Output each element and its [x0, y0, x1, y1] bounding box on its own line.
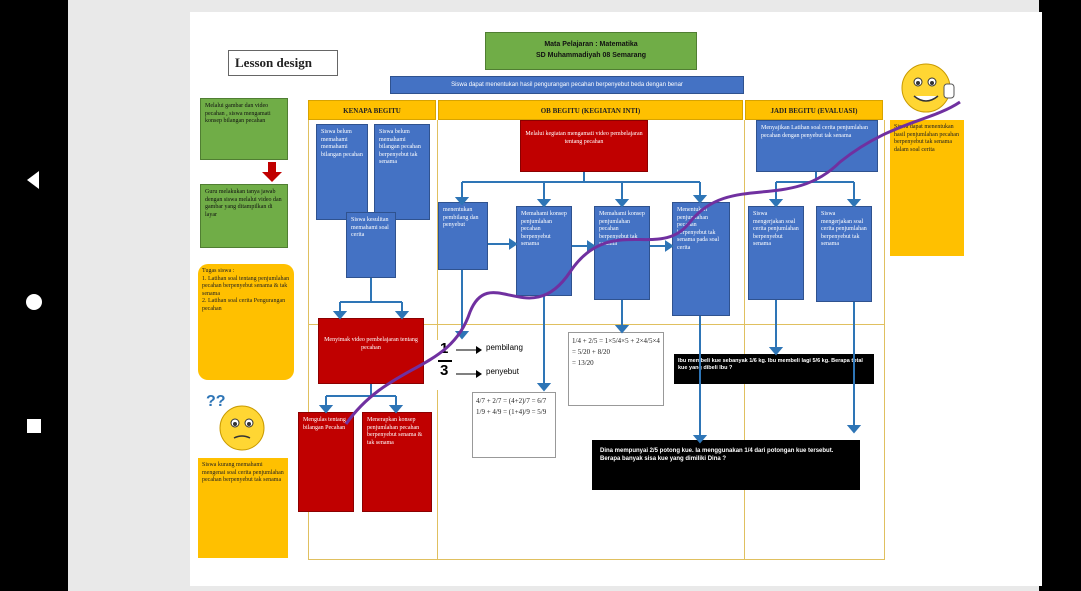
- student-tasks-box: Tugas siswa : 1. Latihan soal tentang pe…: [198, 264, 294, 380]
- lesson-design-label: Lesson design: [228, 50, 338, 76]
- lesson-design-slide: Lesson design Mata Pelajaran : Matematik…: [190, 12, 1042, 586]
- arrow-right-icon: [456, 370, 482, 378]
- subject-title-line2: SD Muhammadiyah 08 Semarang: [535, 51, 647, 59]
- column-ob-begitu: OB BEGITU (KEGIATAN INTI): [438, 100, 743, 120]
- fraction-bar: [438, 360, 452, 362]
- grid-line: [308, 559, 884, 560]
- ob-step-box-3: Memahami konsep penjumlahan pecahan berp…: [594, 206, 650, 300]
- arrow-right-icon: [456, 346, 482, 354]
- red-review-box: Mengulas tentang bilangan Pecahan: [298, 412, 354, 512]
- story-problem-2: Dina mempunyai 2/5 potong kue. Ia menggu…: [592, 440, 860, 490]
- thinking-face-icon: ??: [206, 393, 265, 451]
- green-observation-box: Melalui gambar dan video pecahan , siswa…: [200, 98, 288, 160]
- formula-line: = 5/20 + 8/20: [572, 348, 611, 357]
- subject-title: Mata Pelajaran : Matematika SD Muhammadi…: [485, 32, 697, 70]
- student-task-item: 1. Latihan soal tentang penjumlahan peca…: [202, 275, 290, 297]
- jadi-student-box-1: Siswa mengerjakan soal cerita penjumlaha…: [748, 206, 804, 300]
- kenapa-problem-box-1: Siswa belum memahami memahami bilangan p…: [316, 124, 368, 220]
- grid-line: [308, 324, 884, 325]
- student-tasks-title: Tugas siswa :: [202, 268, 235, 274]
- formula-line: 1/9 + 4/9 = (1+4)/9 = 5/9: [476, 408, 547, 417]
- ob-red-activity-box: Melalui kegiatan mengamati video pembela…: [520, 120, 648, 172]
- recent-apps-icon[interactable]: [22, 414, 46, 438]
- yellow-difficulty-box: Siswa kurang memahami mengenai soal ceri…: [198, 458, 288, 558]
- learning-objective: Siswa dapat menentukan hasil pengurangan…: [390, 76, 744, 94]
- kenapa-problem-box-2: Siswa belum memahami bilangan pecahan be…: [374, 124, 430, 220]
- formula-line: 4/7 + 2/7 = (4+2)/7 = 6/7: [476, 397, 547, 405]
- grid-line: [308, 120, 309, 560]
- fraction-diagram: 1 3 pembilang penyebut: [436, 340, 546, 390]
- grid-line: [884, 120, 885, 560]
- image-viewer: Lesson design Mata Pelajaran : Matematik…: [68, 0, 1042, 591]
- thumbs-up-face-icon: [901, 63, 955, 113]
- column-jadi-begitu: JADI BEGITU (EVALUASI): [745, 100, 883, 120]
- formula-different-denominator: 1/4 + 2/5 = 1×5/4×5 + 2×4/5×4 = 5/20 + 8…: [568, 332, 664, 406]
- formula-same-denominator: 4/7 + 2/7 = (4+2)/7 = 6/7 1/9 + 4/9 = (1…: [472, 392, 556, 458]
- student-task-item: 2. Latihan soal cerita Pengurangan pecah…: [202, 298, 286, 312]
- home-icon[interactable]: [22, 290, 46, 314]
- yellow-outcome-box: Siswa dapat menentukan hasil penjumlahan…: [890, 120, 964, 256]
- grid-line: [744, 120, 745, 560]
- green-question-box: Guru melakukan tanya jawab dengan siswa …: [200, 184, 288, 248]
- subject-title-line1: Mata Pelajaran : Matematika: [544, 41, 638, 48]
- label-penyebut: penyebut: [486, 367, 519, 376]
- formula-line: 1/4 + 2/5 = 1×5/4×5 + 2×4/5×4: [572, 337, 660, 345]
- jadi-student-box-2: Siswa mengerjakan soal cerita penjumlaha…: [816, 206, 872, 302]
- jadi-exercise-box: Menyajikan Latihan soal cerita penjumlah…: [756, 120, 878, 172]
- svg-text:??: ??: [206, 393, 226, 410]
- story-problem-1: Ibu membeli kue sebanyak 1/6 kg. Ibu mem…: [674, 354, 874, 384]
- ob-step-box-2: Memahami konsep penjumlahan pecahan berp…: [516, 206, 572, 296]
- fraction-denominator: 3: [440, 362, 449, 379]
- down-arrow-icon: [262, 162, 282, 182]
- kenapa-problem-box-3: Siswa kesulitan memahami soal cerita: [346, 212, 396, 278]
- formula-line: = 13/20: [572, 359, 594, 368]
- red-apply-box: Menerapkan konsep penjumlahan pecahan be…: [362, 412, 432, 512]
- label-pembilang: pembilang: [486, 343, 523, 352]
- flow-connectors: [318, 100, 961, 444]
- column-kenapa-begitu: KENAPA BEGITU: [308, 100, 436, 120]
- android-nav-bar: [0, 0, 68, 591]
- back-icon[interactable]: [22, 168, 46, 192]
- right-black-bar: [1039, 0, 1081, 591]
